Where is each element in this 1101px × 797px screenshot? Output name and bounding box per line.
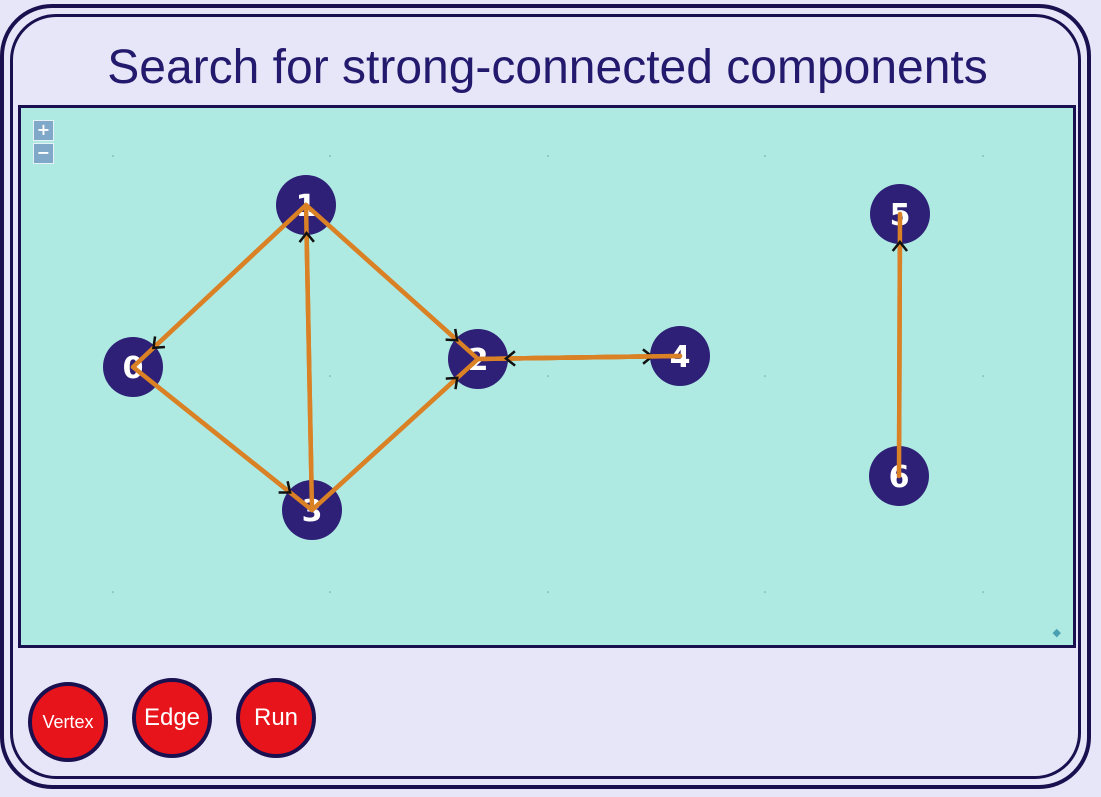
grid-dot — [112, 591, 114, 593]
graph-canvas[interactable]: 0123456 + − ◆ — [18, 105, 1076, 648]
layer-icon: ◆ — [1052, 627, 1061, 639]
arrowhead-1-0 — [151, 336, 166, 350]
edge-overlay-3-2 — [309, 356, 481, 513]
app-frame — [0, 4, 1091, 789]
grid-dot — [329, 375, 331, 377]
arrowhead-1-2 — [445, 328, 459, 342]
grid-dot — [329, 591, 331, 593]
edge-overlay-4-2 — [475, 353, 683, 362]
arrowhead-6-5 — [891, 239, 909, 252]
edge-button[interactable]: Edge — [132, 678, 212, 758]
edge-overlay-1-2 — [303, 202, 481, 362]
arrowhead-0-3 — [278, 481, 292, 494]
zoom-out-button[interactable]: − — [33, 143, 54, 164]
run-button[interactable]: Run — [236, 678, 316, 758]
grid-dot — [547, 591, 549, 593]
edge-overlay-3-1 — [303, 202, 315, 513]
edge-overlay-6-5 — [896, 211, 903, 479]
graph-svg[interactable]: 0123456 — [21, 108, 1073, 645]
arrowhead-3-1 — [298, 230, 315, 243]
app-frame-inner — [10, 14, 1081, 779]
edge-overlay-1-0 — [130, 202, 309, 370]
grid-dot — [764, 591, 766, 593]
page-title: Search for strong-connected components — [107, 41, 988, 94]
grid-dot — [982, 591, 984, 593]
grid-dot — [329, 155, 331, 157]
grid-dot — [112, 155, 114, 157]
grid-dot — [547, 155, 549, 157]
zoom-in-button[interactable]: + — [33, 120, 54, 141]
grid-dot — [982, 155, 984, 157]
arrowhead-4-2 — [503, 350, 516, 367]
grid-dot — [547, 375, 549, 377]
grid-dot — [764, 155, 766, 157]
edge-overlay-0-3 — [130, 364, 315, 513]
grid-dot — [764, 375, 766, 377]
arrowhead-3-2 — [445, 376, 459, 390]
grid-dot — [982, 375, 984, 377]
vertex-button[interactable]: Vertex — [28, 682, 108, 762]
